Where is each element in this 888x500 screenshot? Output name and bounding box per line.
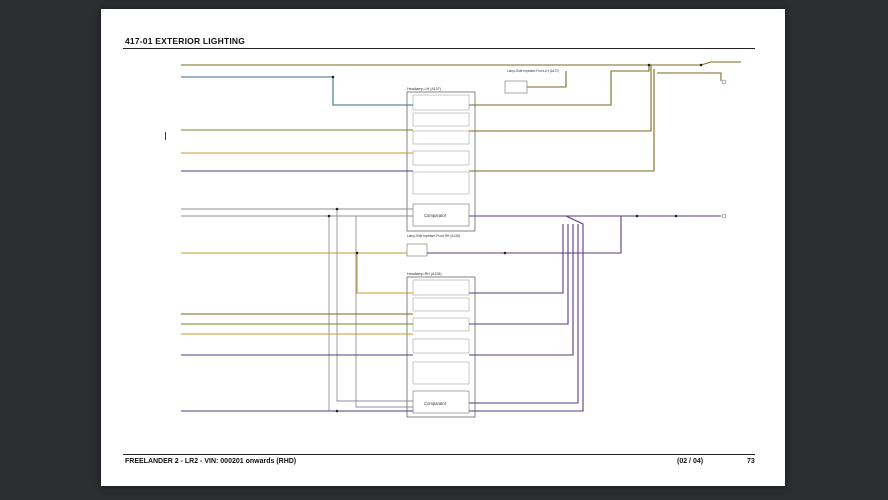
footer-model: FREELANDER 2 - LR2 - VIN: 000201 onwards… xyxy=(125,458,297,465)
junction-dot xyxy=(647,63,651,67)
wire-bk-ye-lh-turn xyxy=(469,65,650,106)
junction-dot xyxy=(635,214,639,218)
repeater-rh-label: Lamp-Side repeater-Front-RH (A138) xyxy=(407,234,460,238)
rh-dipped-block xyxy=(412,338,470,354)
lh-turn-block xyxy=(412,94,470,111)
rh-main-block xyxy=(412,317,470,332)
headlamp-rh-box xyxy=(406,276,476,418)
junction-dot xyxy=(327,214,331,218)
header-rule xyxy=(123,48,755,49)
wire-gy-drop-3 xyxy=(355,216,413,408)
headlamp-rh-label: Headlamp-RH (A108) xyxy=(407,272,442,276)
junction-dot xyxy=(674,214,678,218)
page-title: 417-01 EXTERIOR LIGHTING xyxy=(125,36,246,46)
junction-dot xyxy=(699,63,703,67)
wire-ye-vt-rh xyxy=(356,253,413,294)
wire-bu-gn xyxy=(181,76,413,106)
lh-motor-block xyxy=(412,171,470,195)
rh-comparator-label: Comparator xyxy=(424,401,447,406)
junction-dot xyxy=(331,75,335,79)
wire-bk-ye-lh-dip xyxy=(469,69,655,172)
wire-bk-ye-lh-side xyxy=(469,65,652,132)
wire-bk-vt-return xyxy=(469,215,584,412)
rh-side-block xyxy=(412,297,470,312)
rh-motor-block xyxy=(412,361,470,385)
footer-page-range: (02 / 04) xyxy=(677,458,704,465)
schematic-page: 417-01 EXTERIOR LIGHTING Headlamp-LH (A1… xyxy=(101,9,785,486)
wire-bk-ye-right xyxy=(657,72,722,81)
rh-comparator-block xyxy=(412,390,470,414)
lh-comparator-label: Comparator xyxy=(424,213,447,218)
wiring-diagram: Headlamp-LH (A107) Comparator Headlamp-R… xyxy=(181,61,741,418)
junction-dot xyxy=(335,409,339,413)
terminal-circle xyxy=(721,213,727,219)
footer-page-number: 73 xyxy=(747,458,755,465)
terminal-circle xyxy=(721,79,727,85)
wire-bk-vt-rh-4 xyxy=(469,224,579,404)
junction-dot xyxy=(503,251,507,255)
footer-rule xyxy=(123,454,755,455)
repeater-lh-box xyxy=(504,80,528,94)
headlamp-lh-label: Headlamp-LH (A107) xyxy=(407,87,441,91)
wire-bk-vt-rh-3 xyxy=(469,224,574,356)
headlamp-lh-box xyxy=(406,91,476,232)
junction-dot xyxy=(355,251,359,255)
wire-bk-vt-repeater xyxy=(427,216,622,254)
wire-bk-ye-top xyxy=(181,61,741,66)
lh-comparator-block xyxy=(412,203,470,227)
repeater-rh-box xyxy=(406,243,428,257)
wire-bk-vt-rh-1 xyxy=(469,224,564,294)
junction-dot xyxy=(335,207,339,211)
wire-gy-drop-2 xyxy=(336,209,413,402)
wire-bk-ye-repeater xyxy=(527,71,567,88)
rh-turn-block xyxy=(412,279,470,296)
repeater-lh-label: Lamp-Side repeater-Front-LH (A137) xyxy=(507,69,559,73)
lh-side-block xyxy=(412,112,470,127)
lh-main-block xyxy=(412,130,470,145)
lh-dipped-block xyxy=(412,150,470,166)
text-cursor-icon xyxy=(165,132,166,140)
wire-bk-vt-rh-2 xyxy=(469,224,569,325)
